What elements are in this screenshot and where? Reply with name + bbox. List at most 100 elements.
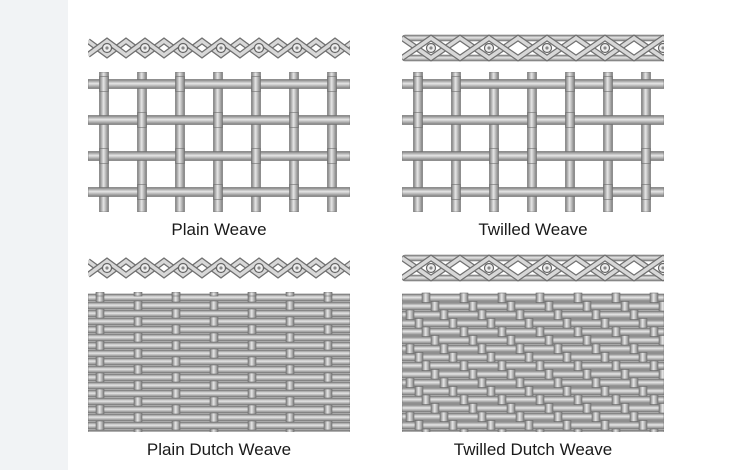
vertical-wire [448,420,458,431]
vertical-wire [247,420,257,431]
vertical-wire [527,72,537,212]
vertical-wire [562,352,572,363]
vertical-wire [573,428,583,432]
vertical-wire [95,356,105,367]
horizontal-wire [88,341,350,350]
vertical-wire [553,309,563,320]
vertical-wire [629,411,639,422]
vertical-wire [95,388,105,399]
edge-warp-core [333,266,337,270]
vertical-wire [477,411,487,422]
edge-wire-wave-highlight [402,35,664,61]
vertical-wire [209,412,219,423]
vertical-wire [451,184,461,200]
vertical-wire [658,301,664,312]
vertical-wire [323,404,333,415]
vertical-wire [213,184,223,200]
edge-warp-core [429,266,433,270]
plain-weave-mesh [88,72,350,212]
left-side-band [0,0,68,470]
horizontal-wire [88,389,350,398]
vertical-wire [535,292,545,303]
vertical-wire [641,148,651,164]
edge-warp-core [219,46,223,50]
vertical-wire [95,292,105,297]
vertical-wire [209,292,219,297]
horizontal-wire [88,151,350,161]
vertical-wire [323,308,333,319]
vertical-wire [327,72,337,212]
vertical-wire [133,332,143,343]
vertical-wire [213,72,223,212]
vertical-wire [285,364,295,375]
vertical-wire [477,377,487,388]
vertical-wire [573,326,583,337]
vertical-wire [600,386,610,397]
vertical-wire [638,420,648,431]
vertical-wire [603,76,613,92]
vertical-wire [515,309,525,320]
vertical-wire [137,72,147,212]
horizontal-wire [88,333,350,342]
vertical-wire [247,308,257,319]
vertical-wire [323,388,333,399]
vertical-wire [638,318,648,329]
vertical-wire [544,335,554,346]
vertical-wire [175,76,185,92]
vertical-wire [527,148,537,164]
vertical-wire [565,72,575,212]
horizontal-wire [402,361,664,370]
edge-warp-core [257,46,261,50]
horizontal-wire [402,370,664,379]
vertical-wire [562,420,572,431]
vertical-wire [448,352,458,363]
vertical-wire [99,148,109,164]
vertical-wire [629,377,639,388]
vertical-wire [133,316,143,327]
edge-warp-core [603,266,607,270]
vertical-wire [251,148,261,164]
vertical-wire [477,343,487,354]
vertical-wire [506,403,516,414]
edge-wire-wave-highlight [402,35,664,61]
vertical-wire [544,403,554,414]
vertical-wire [553,411,563,422]
plain-dutch-weave-label: Plain Dutch Weave [146,440,292,459]
vertical-wire [421,326,431,337]
vertical-wire [629,309,639,320]
vertical-wire [323,356,333,367]
vertical-wire [527,112,537,128]
vertical-wire [649,360,659,371]
vertical-wire [209,380,219,391]
edge-warp-core [545,266,549,270]
vertical-wire [620,403,630,414]
vertical-wire [323,372,333,383]
vertical-wire [477,309,487,320]
plain-dutch-weave-edge-view [88,257,350,279]
twilled-dutch-weave-mesh [402,292,664,432]
vertical-wire [591,377,601,388]
vertical-wire [209,316,219,327]
vertical-wire [171,388,181,399]
vertical-wire [658,369,664,380]
vertical-wire [405,309,415,320]
horizontal-wire [88,429,350,432]
vertical-wire [506,369,516,380]
vertical-wire [649,292,659,303]
vertical-wire [600,352,610,363]
vertical-wire [535,428,545,432]
horizontal-wire [402,336,664,345]
horizontal-wire [88,397,350,406]
twilled-weave-label: Twilled Weave [478,220,588,239]
vertical-wire [289,184,299,200]
vertical-wire [600,318,610,329]
vertical-wire [611,326,621,337]
edge-warp-core [545,46,549,50]
edge-wire-top [402,34,664,42]
edge-warp-core [295,46,299,50]
vertical-wire [95,340,105,351]
plain-weave-label: Plain Weave [171,220,267,239]
vertical-wire [285,300,295,311]
horizontal-wire [88,421,350,430]
edge-warp-section [657,42,664,54]
